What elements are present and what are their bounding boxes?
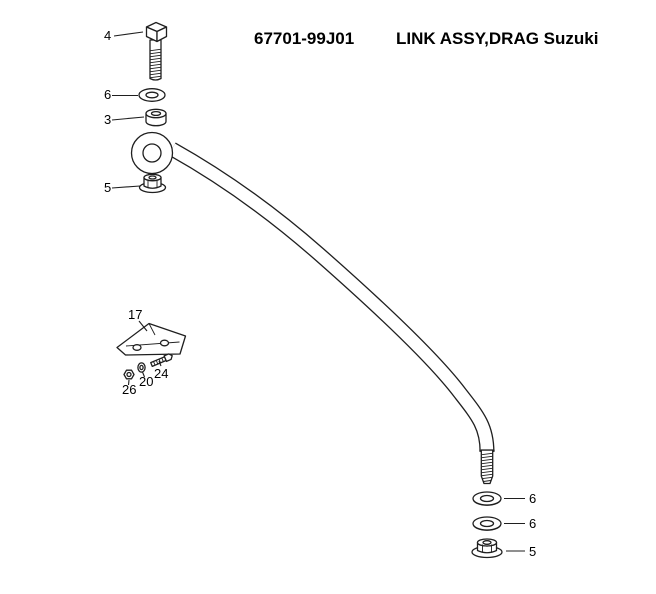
label-6-lower-2: 6	[529, 516, 536, 531]
label-26: 26	[122, 382, 136, 397]
label-17: 17	[128, 307, 142, 322]
page-title-part-number: 67701-99J01	[254, 29, 354, 48]
washer-6-lower-1	[472, 491, 502, 506]
label-6-lower-1: 6	[529, 491, 536, 506]
spacer-3	[145, 108, 167, 127]
washer-20	[137, 362, 146, 373]
rod-threaded-end	[479, 449, 495, 485]
leader-line-26	[127, 379, 130, 386]
leader-line-4	[113, 31, 144, 37]
leader-line-5-upper	[111, 185, 141, 189]
drag-link-rod	[168, 142, 495, 453]
washer-6-lower-2	[472, 516, 502, 531]
label-4: 4	[104, 28, 111, 43]
nut-26	[123, 369, 135, 380]
leader-line-3	[111, 116, 145, 121]
flange-nut-5-upper	[138, 173, 167, 194]
label-24: 24	[154, 366, 168, 381]
page-title-description: LINK ASSY,DRAG Suzuki	[396, 29, 598, 48]
bolt-4	[145, 21, 168, 81]
bracket-17	[116, 322, 187, 356]
leader-line-17	[138, 320, 148, 332]
washer-6-upper	[138, 88, 166, 102]
label-5-lower: 5	[529, 544, 536, 559]
bolt-24	[150, 353, 173, 367]
label-3: 3	[104, 112, 111, 127]
flange-nut-5-lower	[471, 538, 503, 559]
leader-line-20	[141, 371, 146, 378]
label-5-upper: 5	[104, 180, 111, 195]
label-6-upper: 6	[104, 87, 111, 102]
label-20: 20	[139, 374, 153, 389]
link-eye	[130, 131, 174, 175]
leader-line-24	[158, 360, 162, 367]
